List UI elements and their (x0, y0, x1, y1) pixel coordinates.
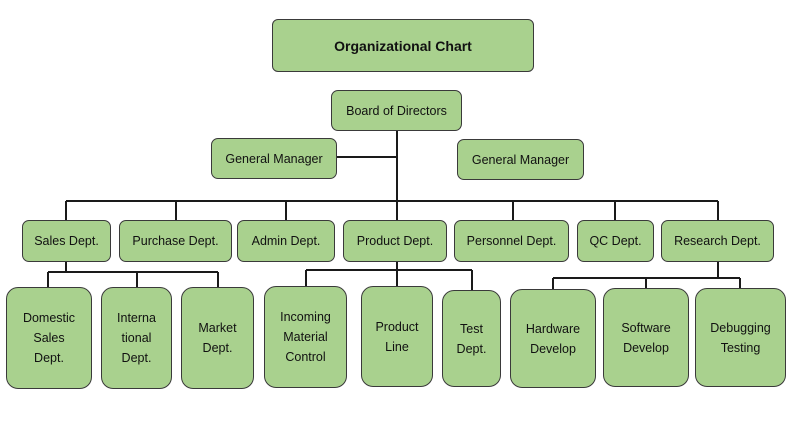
dept-label: Purchase Dept. (132, 234, 219, 248)
subunit-label-line: Control (285, 350, 326, 364)
subunit-label-line: Dept. (34, 351, 64, 365)
subunit-label-line: Test (460, 321, 483, 336)
board-of-directors-box: Board of Directors (331, 90, 462, 131)
dept-label: Product Dept. (356, 234, 434, 248)
subunit-box-product-line: Product Line (361, 286, 433, 387)
general-manager-label: General Manager (471, 152, 570, 167)
subunit-box-hardware-develop: Hardware Develop (510, 289, 596, 388)
dept-box-sales: Sales Dept. (22, 220, 111, 262)
subunit-label-line: Dept. (121, 351, 152, 365)
dept-label: Sales Dept. (34, 234, 99, 248)
subunit-label-line: Domestic (22, 311, 76, 325)
subunit-label-line: Develop (530, 341, 576, 356)
dept-box-personnel: Personnel Dept. (454, 220, 569, 262)
dept-label: Admin Dept. (251, 234, 321, 248)
dept-label: QC Dept. (589, 234, 642, 248)
chart-title: Organizational Chart (272, 19, 534, 72)
dept-box-product: Product Dept. (343, 220, 447, 262)
dept-label: Research Dept. (674, 234, 761, 248)
subunit-box-domestic-sales: Domestic Sales Dept. (6, 287, 92, 389)
subunit-label-line: Product (375, 319, 419, 334)
subunit-label-line: Software (621, 320, 671, 335)
subunit-label-line: Sales (33, 331, 65, 345)
subunit-label-line: Market (198, 321, 237, 335)
subunit-box-incoming-material-control: Incoming Material Control (264, 286, 347, 388)
subunit-label-line: Interna (117, 311, 156, 325)
general-manager-box-1: General Manager (211, 138, 337, 179)
chart-title-text: Organizational Chart (334, 37, 472, 54)
subunit-box-market: Market Dept. (181, 287, 254, 389)
general-manager-label: General Manager (225, 151, 323, 166)
subunit-box-international: Interna tional Dept. (101, 287, 172, 389)
dept-box-purchase: Purchase Dept. (119, 220, 232, 262)
subunit-label-line: Debugging (710, 320, 771, 335)
subunit-label-line: Incoming (280, 310, 331, 324)
subunit-box-test: Test Dept. (442, 290, 501, 387)
subunit-box-software-develop: Software Develop (603, 288, 689, 387)
subunit-label-line: Testing (720, 340, 761, 355)
subunit-label-line: Develop (623, 340, 669, 355)
subunit-label-line: Line (385, 339, 409, 354)
board-of-directors-label: Board of Directors (346, 103, 447, 118)
subunit-label-line: Dept. (202, 341, 233, 355)
subunit-label-line: Hardware (525, 321, 581, 336)
subunit-label-line: Dept. (456, 341, 487, 356)
subunit-label-line: Material (283, 330, 328, 344)
general-manager-box-2: General Manager (457, 139, 584, 180)
dept-box-research: Research Dept. (661, 220, 774, 262)
dept-label: Personnel Dept. (466, 234, 557, 248)
dept-box-admin: Admin Dept. (237, 220, 335, 262)
subunit-label-line: tional (121, 331, 152, 345)
subunit-box-debugging-testing: Debugging Testing (695, 288, 786, 387)
dept-box-qc: QC Dept. (577, 220, 654, 262)
